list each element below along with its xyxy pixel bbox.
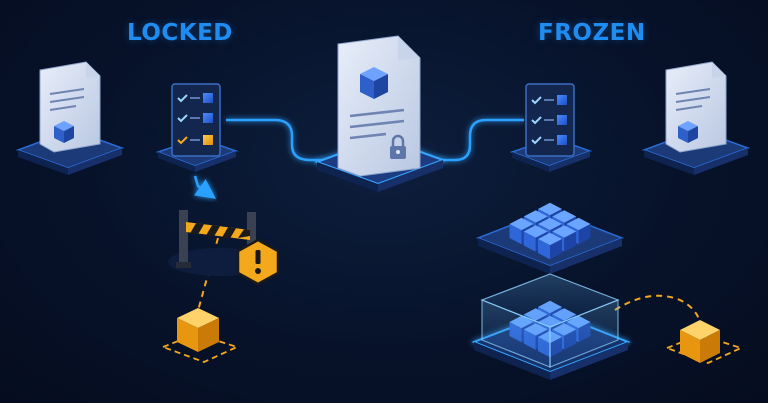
connector-center-to-frozen [438,118,524,162]
grid-cube [538,232,562,246]
warning-icon [236,238,280,286]
document-lock-icon [349,67,406,159]
barrier-icon [186,222,250,240]
connector-locked-to-center [226,118,330,162]
locked-title: LOCKED [127,20,233,46]
grid-cube [523,210,548,223]
grid-cube [523,225,548,238]
grid-cube [578,224,591,245]
grid-cube [552,210,577,223]
document-cube-icon [678,121,698,143]
grid-cube [538,239,550,260]
grid-cube [509,217,534,231]
grid-cube [550,239,562,260]
grid-cube [552,225,577,238]
cube-icon [680,320,720,363]
output-document [641,61,751,175]
cube-grid-icon [509,202,591,260]
frozen-title: FROZEN [538,20,646,46]
grid-cube [566,217,591,231]
glass-case [471,273,631,380]
central-document [314,35,446,192]
connector-locked-to-barrier [193,175,217,199]
frozen-checklist [509,83,593,172]
cube-icon [177,308,219,352]
checklist-icon [177,93,213,145]
cube-grid-platform [475,202,625,274]
barrier [168,210,280,286]
glass-case-icon [480,273,620,368]
grid-cube [538,202,562,216]
source-document [15,61,125,175]
grid-cube [509,224,522,245]
locked-checklist [155,83,239,172]
checklist-icon [531,95,567,145]
document-cube-icon [54,121,74,143]
grid-cube [523,231,536,252]
dashed-link-case-to-cube [614,294,701,323]
grid-cube [538,217,562,231]
grid-cube [564,231,577,252]
frozen-side-cube [664,320,744,364]
blocked-cube [160,308,240,363]
